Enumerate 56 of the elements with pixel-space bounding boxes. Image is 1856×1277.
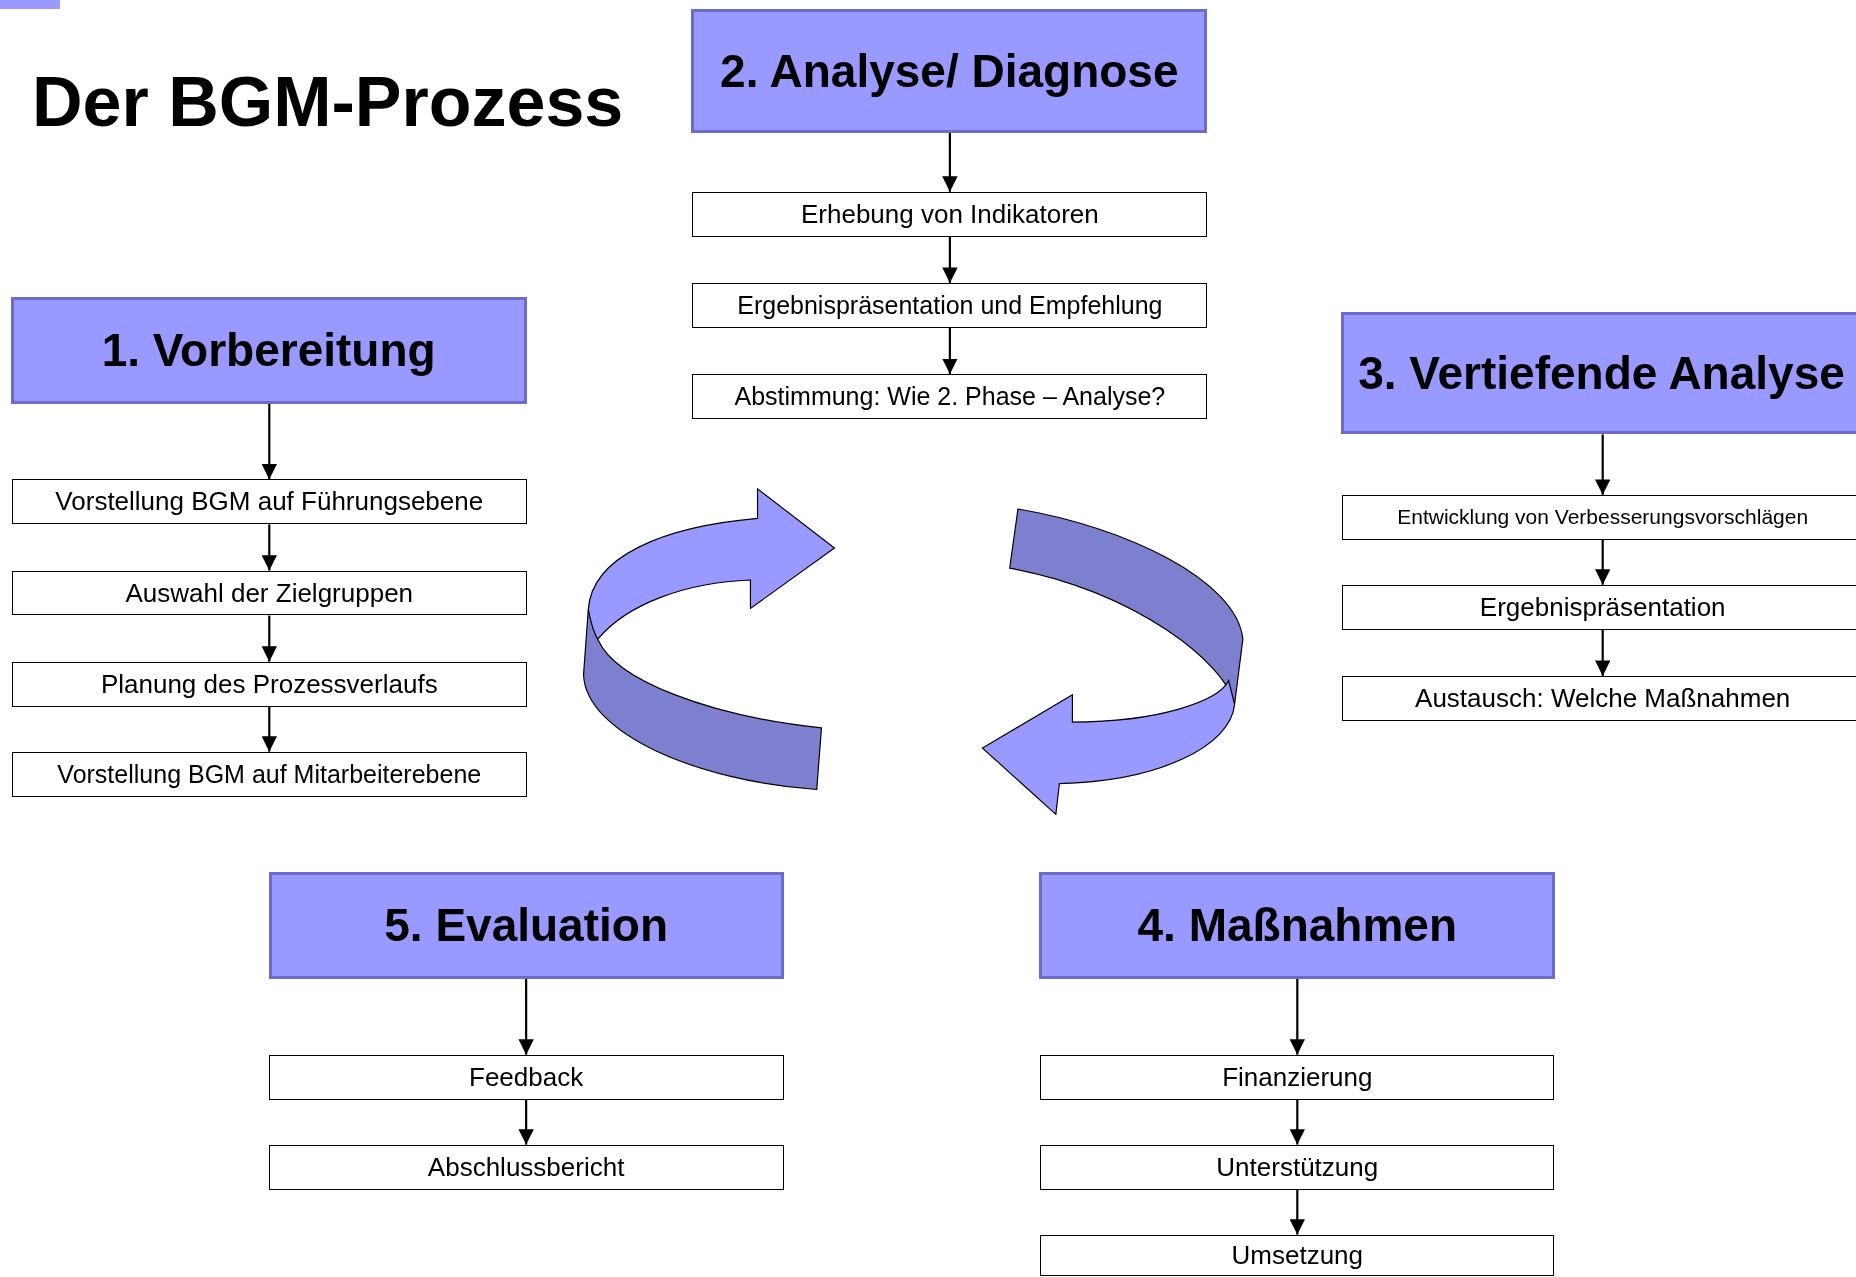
step-box (11, 570, 527, 616)
step-label: Entwicklung von Verbesserungsvorschlägen (1397, 505, 1809, 530)
arrow (942, 236, 958, 283)
phase-header-box (268, 872, 784, 979)
arrow (1595, 434, 1611, 495)
step-label: Vorstellung BGM auf Mitarbeiterebene (57, 759, 482, 789)
step-label: Unterstützung (1216, 1151, 1379, 1183)
phase-header-box (691, 9, 1208, 133)
step-label: Finanzierung (1222, 1061, 1373, 1093)
arrow (261, 615, 277, 662)
arrow (1289, 1099, 1305, 1145)
step-box (1342, 584, 1856, 630)
arrow (1595, 629, 1611, 676)
step-label: Abschlussbericht (427, 1151, 625, 1183)
step-box (1342, 494, 1856, 540)
step-box (1040, 1144, 1555, 1190)
step-box (268, 1054, 784, 1100)
arrow (261, 706, 277, 752)
phase-header-box (1341, 312, 1856, 435)
step-box (11, 661, 527, 707)
step-box (1342, 675, 1856, 721)
step-box (1040, 1054, 1555, 1100)
step-box (11, 751, 527, 797)
step-box (268, 1144, 784, 1190)
step-label: Ergebnispräsentation (1479, 591, 1726, 623)
phase-title: 4. Maßnahmen (1137, 899, 1458, 953)
step-label: Erhebung von Indikatoren (801, 198, 1099, 230)
arrow (261, 403, 277, 480)
step-label: Abstimmung: Wie 2. Phase – Analyse? (734, 382, 1166, 411)
phase-title: 5. Evaluation (384, 899, 668, 953)
arrow (1595, 539, 1611, 585)
step-label: Feedback (469, 1061, 584, 1093)
phase-header-box (1039, 872, 1556, 979)
step-box (692, 282, 1208, 328)
step-label: Umsetzung (1231, 1239, 1364, 1271)
step-label: Austausch: Welche Maßnahmen (1415, 682, 1791, 714)
phase-title: 2. Analyse/ Diagnose (720, 44, 1179, 98)
arrow (261, 524, 277, 571)
arrow (942, 132, 958, 192)
arrow (1289, 1189, 1305, 1235)
arrow (518, 1099, 534, 1145)
phase-header-box (10, 297, 527, 404)
arrow (942, 327, 958, 375)
arrow (1289, 978, 1305, 1055)
step-box (692, 191, 1208, 237)
step-label: Planung des Prozessverlaufs (100, 668, 438, 700)
arrow (518, 978, 534, 1055)
step-label: Auswahl der Zielgruppen (125, 577, 414, 609)
phase-title: 1. Vorbereitung (101, 323, 436, 377)
step-box (1040, 1234, 1555, 1276)
step-label: Ergebnispräsentation und Empfehlung (737, 290, 1163, 320)
phase-title: 3. Vertiefende Analyse (1358, 347, 1845, 400)
step-box (692, 374, 1208, 419)
step-label: Vorstellung BGM auf Führungsebene (55, 486, 484, 518)
title: Der BGM-Prozess (32, 62, 624, 142)
step-box (11, 479, 527, 525)
